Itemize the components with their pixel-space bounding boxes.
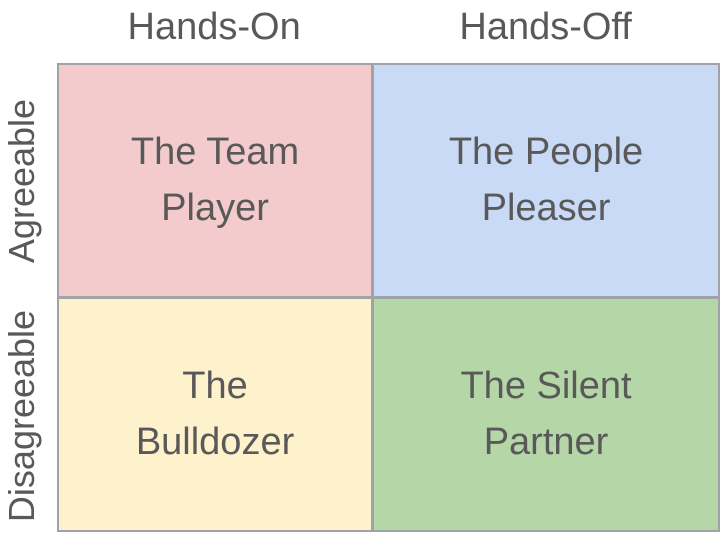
y-axis-label-disagreeable: Disagreeable (1, 309, 42, 523)
quadrant-bottom-left: The Bulldozer (59, 299, 372, 530)
x-axis-label-hands-on: Hands-On (127, 6, 301, 48)
quadrant-bottom-right: The Silent Partner (374, 299, 718, 530)
quadrant-top-left: The Team Player (59, 65, 372, 296)
x-axis-header-row: Hands-On Hands-Off (57, 8, 720, 54)
x-axis-label-hands-off: Hands-Off (459, 6, 632, 48)
y-axis-label-agreeable: Agreeable (1, 98, 42, 264)
quadrant-top-right: The People Pleaser (374, 65, 718, 296)
matrix-grid: The Team Player The People Pleaser The B… (57, 63, 720, 532)
